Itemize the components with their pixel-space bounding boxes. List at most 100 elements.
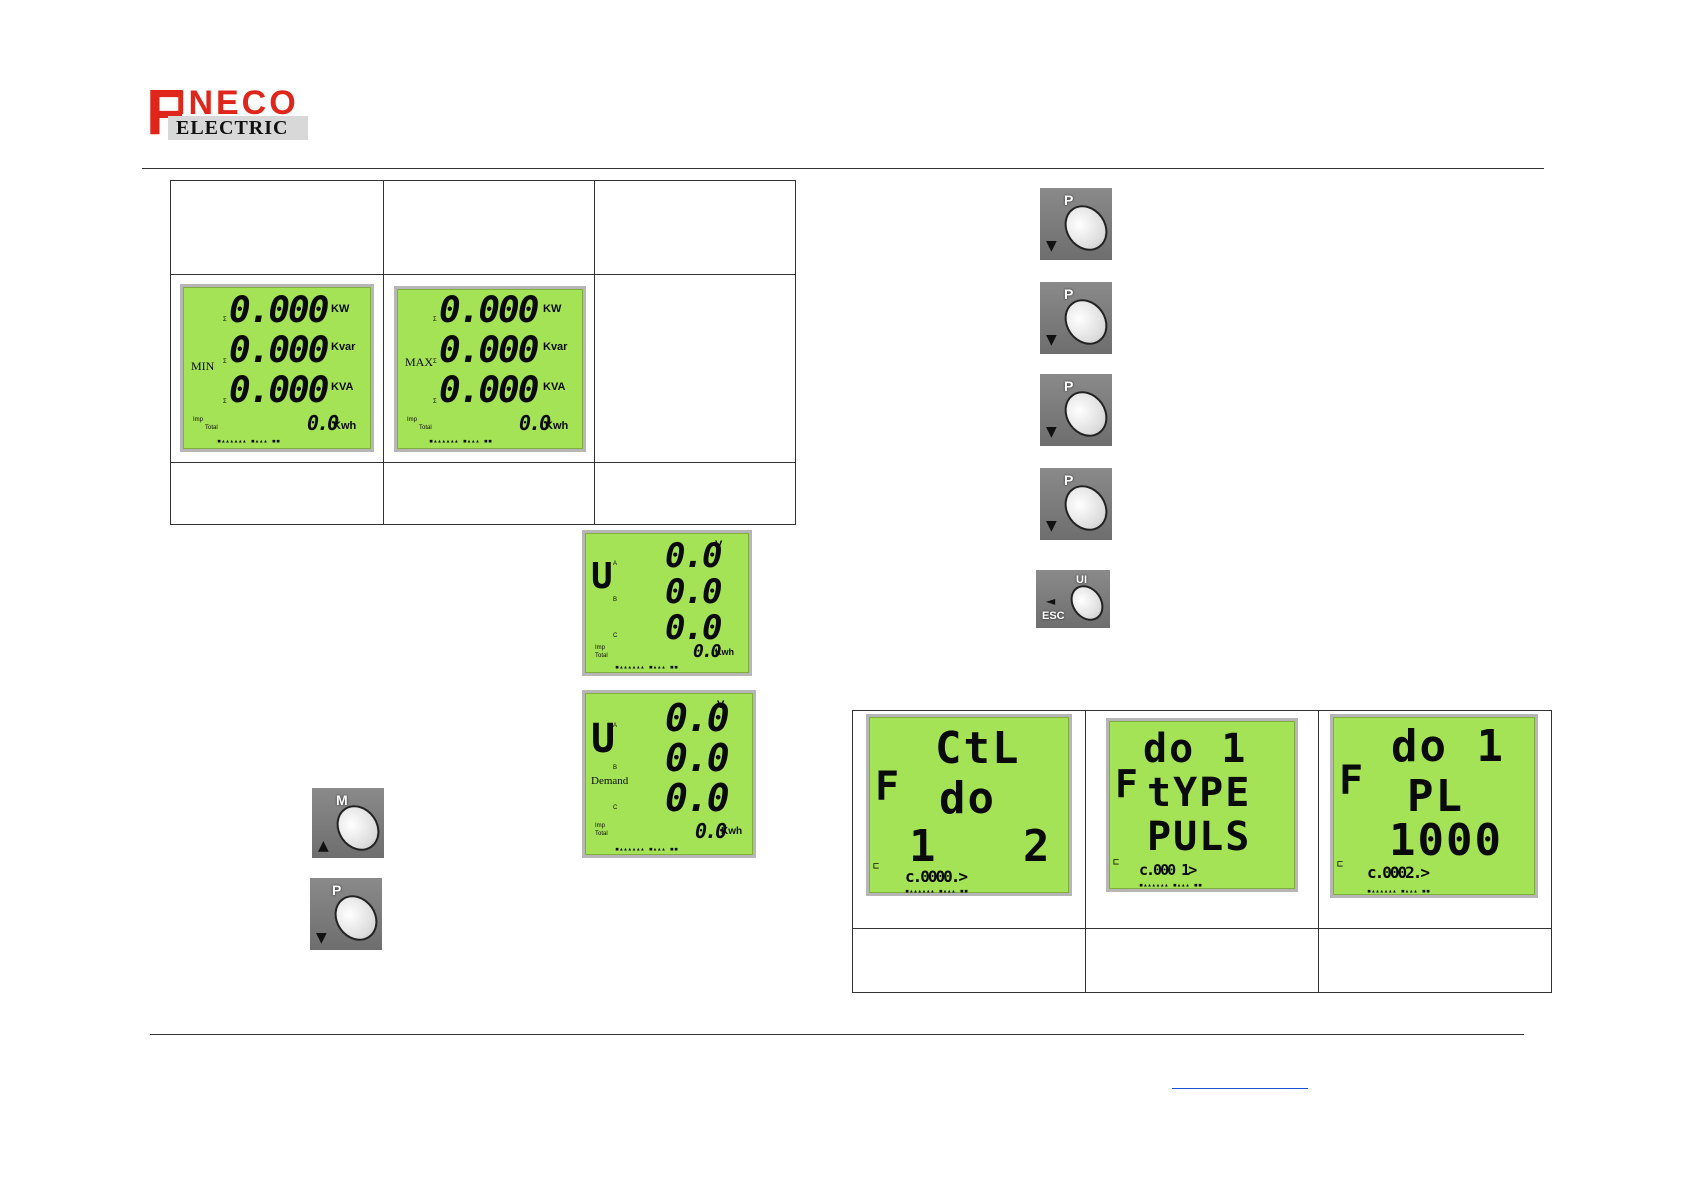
table-cell bbox=[594, 180, 796, 275]
lcd-status-icons: ▪▴▴▴▴▴▴ ▪▴▴▴ ▪▪ bbox=[217, 437, 281, 445]
total-label: Total bbox=[595, 831, 608, 837]
lcd-value-kvar: 0.000 bbox=[439, 330, 539, 371]
lcd-line-2: tYPE bbox=[1147, 770, 1252, 816]
phase-label: B bbox=[613, 597, 618, 603]
lcd-energy-unit: Kwh bbox=[333, 420, 357, 432]
lcd-unit: Kvar bbox=[331, 341, 356, 353]
button-oval-icon bbox=[1063, 578, 1111, 628]
table-cell bbox=[852, 928, 1086, 993]
lcd-value-kva: 0.000 bbox=[229, 370, 329, 411]
lcd-unit: V bbox=[715, 539, 723, 551]
lcd-voltage: U A 0.0 V B 0.0 C 0.0 Imp Total 0.0 Kwh … bbox=[582, 530, 752, 676]
lcd-value-b: 0.0 bbox=[665, 572, 722, 612]
down-arrow-icon: ▼ bbox=[1046, 332, 1057, 348]
lcd-symbol: F bbox=[1339, 758, 1366, 804]
lcd-value-kw: 0.000 bbox=[439, 290, 539, 331]
lcd-value-kva: 0.000 bbox=[439, 370, 539, 411]
total-label: Total bbox=[419, 425, 432, 431]
lcd-status-icons: ▪▴▴▴▴▴▴ ▪▴▴▴ ▪▪ bbox=[615, 845, 679, 853]
lcd-status-icons: ▪▴▴▴▴▴▴ ▪▴▴▴ ▪▪ bbox=[615, 663, 679, 671]
lcd-symbol: U bbox=[591, 556, 615, 597]
lcd-ctl-do: F CtL do 1 2 c.0000.> ⊏ ▪▴▴▴▴▴▴ ▪▴▴▴ ▪▪ bbox=[866, 714, 1072, 896]
lcd-mode-label: MAX bbox=[405, 355, 434, 369]
footer-divider bbox=[150, 1034, 1524, 1035]
sigma-label: Σ bbox=[433, 399, 437, 405]
lcd-line-2: do bbox=[939, 773, 996, 824]
sigma-label: Σ bbox=[433, 317, 437, 323]
fineco-logo: F INECO ELECTRIC bbox=[146, 80, 308, 144]
lcd-max-power: MAX Σ 0.000 KW Σ 0.000 Kvar Σ 0.000 KVA … bbox=[394, 286, 586, 452]
total-label: Total bbox=[205, 425, 218, 431]
table-cell bbox=[383, 180, 595, 275]
lcd-energy-value: 0.0 bbox=[693, 641, 721, 662]
lcd-energy-value: 0.0 bbox=[695, 819, 727, 843]
down-arrow-icon: ▼ bbox=[1046, 424, 1057, 440]
down-arrow-icon: ▼ bbox=[1046, 238, 1057, 254]
p-down-button[interactable]: P ▼ bbox=[1040, 188, 1117, 260]
lcd-energy-unit: Kwh bbox=[715, 647, 734, 657]
lcd-value-a: 0.0 bbox=[665, 696, 730, 740]
lcd-symbol: U bbox=[591, 716, 618, 762]
lcd-code: c.0000.> bbox=[905, 867, 968, 886]
p-key-label: P bbox=[1064, 472, 1074, 488]
m-key-label: M bbox=[336, 792, 348, 808]
p-down-button[interactable]: P ▼ bbox=[1040, 468, 1117, 540]
lcd-unit: KVA bbox=[543, 381, 566, 393]
left-arrow-icon: ◄ bbox=[1046, 594, 1056, 608]
lcd-unit: KVA bbox=[331, 381, 354, 393]
sigma-label: Σ bbox=[223, 317, 227, 323]
lcd-mode-label: MIN bbox=[191, 359, 215, 373]
lcd-line-1: do 1 bbox=[1143, 726, 1248, 772]
table-cell bbox=[383, 462, 595, 525]
phase-label: A bbox=[613, 723, 618, 729]
up-arrow-icon: ▲ bbox=[318, 838, 329, 854]
total-label: Total bbox=[595, 653, 608, 659]
esc-left-button[interactable]: UI ◄ ESC bbox=[1036, 570, 1111, 628]
down-arrow-icon: ▼ bbox=[1046, 518, 1057, 534]
demand-label: Demand bbox=[591, 775, 629, 787]
lcd-energy-value: 0.0 bbox=[519, 411, 551, 435]
footer-link[interactable] bbox=[1172, 1088, 1308, 1089]
p-key-label: P bbox=[1064, 378, 1074, 394]
p-down-button[interactable]: P ▼ bbox=[1040, 282, 1117, 354]
lcd-unit: V bbox=[717, 699, 725, 711]
lcd-status-icons: ▪▴▴▴▴▴▴ ▪▴▴▴ ▪▪ bbox=[1139, 881, 1203, 889]
phase-label: B bbox=[613, 765, 618, 771]
lcd-value-kw: 0.000 bbox=[229, 290, 329, 331]
phase-label: C bbox=[613, 633, 618, 639]
down-arrow-icon: ▼ bbox=[316, 930, 327, 946]
m-up-button[interactable]: M ▲ bbox=[312, 788, 389, 860]
logo-text-ineco: INECO bbox=[176, 84, 299, 122]
sigma-label: Σ bbox=[433, 359, 437, 365]
lcd-code: c.0002.> bbox=[1367, 863, 1430, 882]
lcd-unit: KW bbox=[543, 303, 562, 315]
imp-label: Imp bbox=[595, 823, 606, 829]
bar-icon: ⊏ bbox=[1113, 857, 1120, 868]
lcd-status-icons: ▪▴▴▴▴▴▴ ▪▴▴▴ ▪▪ bbox=[429, 437, 493, 445]
p-key-label: P bbox=[1064, 192, 1074, 208]
table-cell bbox=[1318, 928, 1552, 993]
table-cell bbox=[1085, 928, 1319, 993]
bar-icon: ⊏ bbox=[873, 861, 880, 872]
lcd-min-power: MIN Σ 0.000 KW Σ 0.000 Kvar Σ 0.000 KVA … bbox=[180, 284, 374, 452]
lcd-symbol: F bbox=[875, 764, 902, 810]
lcd-energy-value: 0.0 bbox=[307, 411, 339, 435]
lcd-status-icons: ▪▴▴▴▴▴▴ ▪▴▴▴ ▪▪ bbox=[1367, 887, 1431, 895]
sigma-label: Σ bbox=[223, 359, 227, 365]
lcd-do1-pl: F do 1 PL 1000 c.0002.> ⊏ ▪▴▴▴▴▴▴ ▪▴▴▴ ▪… bbox=[1330, 714, 1538, 898]
header-divider bbox=[142, 168, 1544, 169]
imp-label: Imp bbox=[595, 645, 606, 651]
lcd-energy-unit: Kwh bbox=[721, 826, 743, 837]
p-down-button[interactable]: P ▼ bbox=[310, 878, 387, 950]
logo-text-electric: ELECTRIC bbox=[168, 116, 308, 140]
lcd-voltage-demand: U Demand A 0.0 V B 0.0 C 0.0 Imp Total 0… bbox=[582, 690, 756, 858]
table-cell bbox=[594, 462, 796, 525]
lcd-energy-unit: Kwh bbox=[545, 420, 569, 432]
p-down-button[interactable]: P ▼ bbox=[1040, 374, 1117, 446]
table-cell bbox=[170, 462, 384, 525]
esc-label: ESC bbox=[1042, 610, 1065, 622]
lcd-status-icons: ▪▴▴▴▴▴▴ ▪▴▴▴ ▪▪ bbox=[905, 887, 969, 895]
bar-icon: ⊏ bbox=[1337, 859, 1344, 870]
imp-label: Imp bbox=[193, 417, 204, 423]
lcd-line-3: PULS bbox=[1147, 814, 1252, 860]
